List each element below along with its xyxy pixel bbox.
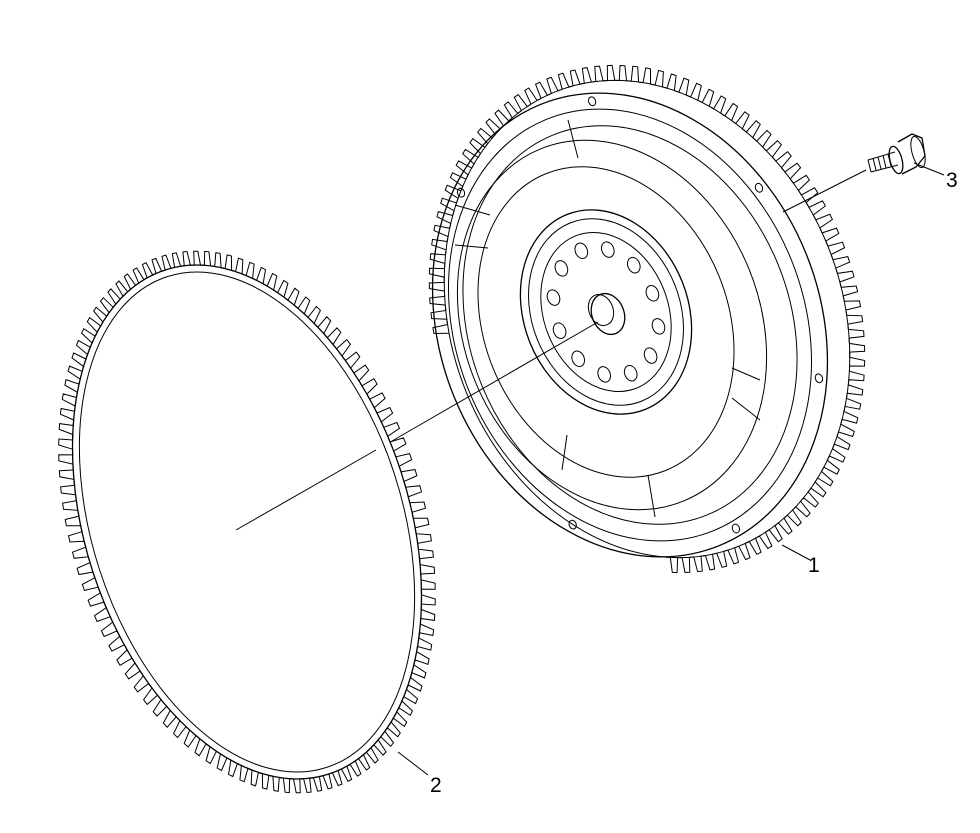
bolt	[867, 133, 926, 175]
mounting-hole	[456, 187, 466, 198]
flywheel-teeth	[428, 64, 866, 574]
ring-gear-tooth-profile	[58, 250, 436, 794]
crank-bolt-hole	[554, 260, 569, 277]
crank-bolt-hole	[626, 256, 641, 274]
crank-bolt-holes	[546, 241, 666, 383]
crank-bolt-hole	[571, 350, 586, 368]
flywheel-tooth-profile	[428, 64, 866, 574]
crank-bolt-hole	[600, 241, 615, 258]
crank-bolt-hole	[651, 318, 666, 335]
mounting-hole	[814, 373, 824, 384]
mounting-hole	[587, 96, 597, 107]
crank-bolt-hole	[643, 347, 658, 364]
mounting-hole	[568, 519, 577, 530]
crank-bolt-hole	[574, 242, 589, 260]
crank-bolt-hole	[597, 366, 612, 383]
ring-gear-teeth	[58, 250, 436, 794]
assembly-axis	[235, 169, 867, 531]
callout-2: 2	[430, 774, 442, 797]
flywheel	[428, 64, 866, 574]
mounting-hole	[731, 523, 741, 534]
callout-1: 1	[808, 554, 820, 577]
crank-bolt-hole	[552, 322, 567, 339]
crank-bolt-hole	[623, 364, 638, 382]
crank-bolt-hole	[645, 285, 660, 302]
mounting-holes	[456, 96, 824, 534]
ring-gear	[58, 250, 436, 794]
leader-lines	[397, 162, 945, 776]
callout-3: 3	[946, 169, 958, 192]
mounting-hole	[754, 182, 764, 193]
crank-bolt-hole	[546, 289, 561, 306]
